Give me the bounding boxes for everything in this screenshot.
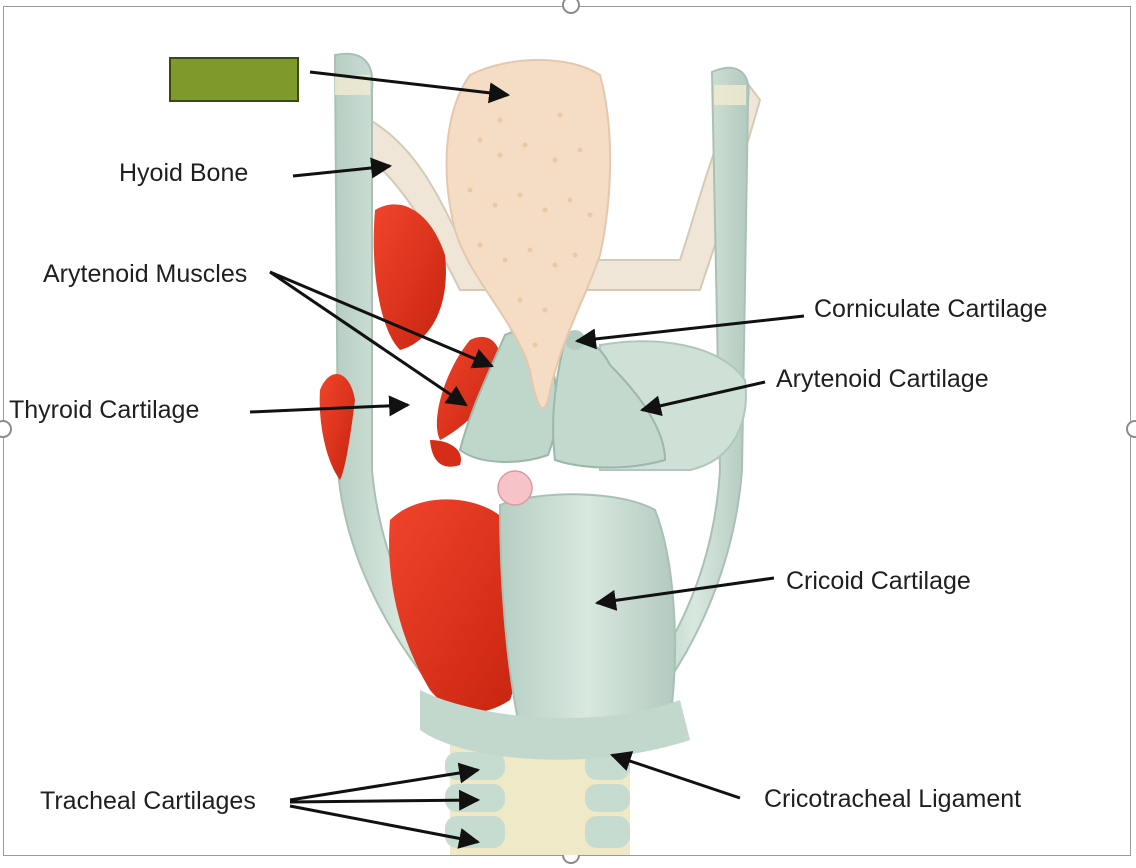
arrow-cricoid-cartilage <box>594 576 775 611</box>
arrow-hyoid-bone <box>292 157 393 179</box>
label-corniculate-cartilage: Corniculate Cartilage <box>814 295 1048 323</box>
arrow-arytenoid-muscles-1 <box>269 270 494 369</box>
resize-handle-right[interactable] <box>1126 420 1136 438</box>
label-hyoid-bone: Hyoid Bone <box>119 159 249 187</box>
arrow-arytenoid-cartilage <box>639 380 766 417</box>
arrow-arytenoid-muscles-2 <box>269 270 468 407</box>
arrow-tracheal-cartilages-2 <box>289 789 481 811</box>
arrow-answer-box <box>309 70 511 104</box>
muscle-tissue <box>319 204 520 713</box>
cricoid-cartilage-shape <box>420 493 690 760</box>
resize-handle-top[interactable] <box>562 0 580 14</box>
pink-pin <box>497 470 533 506</box>
label-thyroid-cartilage: Thyroid Cartilage <box>9 396 200 424</box>
answer-box-hidden-label[interactable] <box>169 57 299 102</box>
label-tracheal-cartilages: Tracheal Cartilages <box>40 787 256 815</box>
arrow-thyroid-cartilage <box>249 395 411 417</box>
label-arytenoid-cartilage: Arytenoid Cartilage <box>776 365 989 393</box>
tracheal-ring-1 <box>445 752 505 780</box>
tracheal-ring-3 <box>445 816 505 848</box>
arrow-corniculate-cartilage <box>574 314 805 350</box>
label-cricoid-cartilage: Cricoid Cartilage <box>786 567 971 595</box>
epiglottis <box>445 59 612 409</box>
label-arytenoid-muscles: Arytenoid Muscles <box>43 260 248 288</box>
arrow-tracheal-cartilages-3 <box>289 804 481 849</box>
label-cricotracheal-ligament: Cricotracheal Ligament <box>764 785 1022 813</box>
resize-handle-left[interactable] <box>0 420 12 438</box>
tracheal-ring-2 <box>445 784 505 812</box>
pointer-arrows <box>249 70 805 849</box>
arrow-tracheal-cartilages-1 <box>289 762 481 802</box>
arrow-cricotracheal-ligament <box>610 751 741 800</box>
